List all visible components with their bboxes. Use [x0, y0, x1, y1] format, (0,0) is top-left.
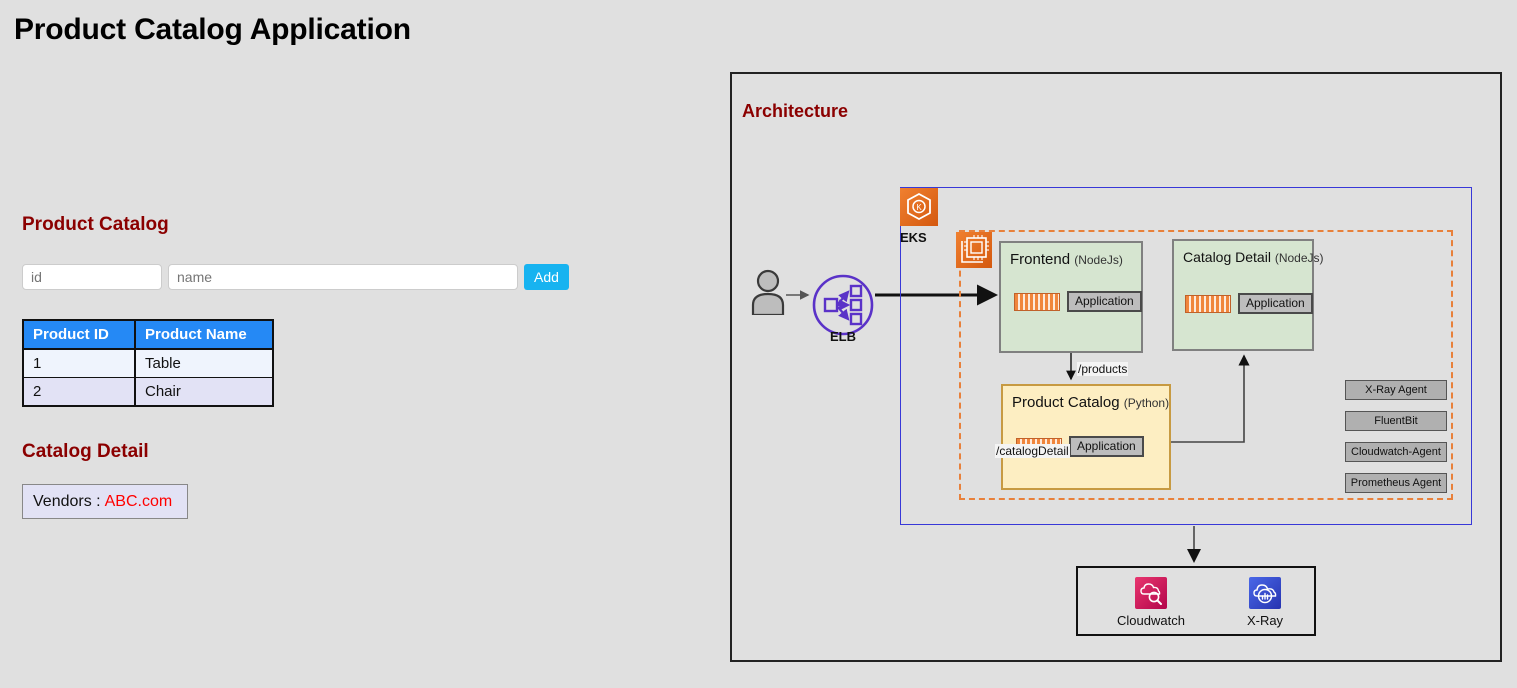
user-icon — [751, 269, 785, 315]
elastic-load-balancer-icon — [812, 274, 874, 336]
product-id-input[interactable] — [22, 264, 162, 290]
ec2-instance-icon — [956, 232, 992, 268]
catalog-detail-heading: Catalog Detail — [22, 441, 149, 462]
service-runtime-catalog-detail: Application — [1185, 293, 1313, 315]
container-icon — [1014, 292, 1060, 311]
service-box-product-catalog[interactable]: Product Catalog (Python) Application — [1001, 384, 1171, 490]
service-runtime-frontend: Application — [1014, 291, 1142, 313]
service-name: Catalog Detail — [1183, 249, 1271, 265]
connector-label-products: /products — [1077, 362, 1129, 376]
agent-chip-cloudwatch[interactable]: Cloudwatch-Agent — [1345, 442, 1447, 462]
cloudwatch-icon — [1135, 577, 1167, 609]
service-language: (Python) — [1123, 396, 1170, 410]
service-title-frontend: Frontend (NodeJs) — [1010, 251, 1123, 268]
monitoring-item-cloudwatch[interactable]: Cloudwatch — [1106, 577, 1196, 628]
service-box-frontend[interactable]: Frontend (NodeJs) Application — [999, 241, 1143, 353]
product-name-input[interactable] — [168, 264, 518, 290]
connector-label-catalog-detail: /catalogDetail — [995, 444, 1070, 458]
monitoring-box: Cloudwatch X-Ray — [1076, 566, 1316, 636]
eks-label: EKS — [900, 230, 927, 245]
column-header-product-name: Product Name — [135, 320, 273, 350]
product-table: Product ID Product Name 1 Table 2 Chair — [22, 319, 274, 407]
table-row[interactable]: 1 Table — [23, 349, 273, 378]
architecture-heading: Architecture — [742, 101, 849, 121]
service-title-product-catalog: Product Catalog (Python) — [1012, 394, 1169, 411]
application-chip: Application — [1069, 436, 1144, 458]
vendors-label: Vendors : — [33, 492, 101, 510]
cell-product-id: 2 — [23, 377, 136, 407]
product-catalog-heading: Product Catalog — [22, 214, 169, 235]
monitoring-item-xray[interactable]: X-Ray — [1220, 577, 1310, 628]
monitoring-label-cloudwatch: Cloudwatch — [1117, 613, 1185, 628]
cell-product-name: Chair — [135, 377, 273, 407]
service-title-catalog-detail: Catalog Detail (NodeJs) — [1183, 249, 1324, 265]
agent-chip-fluentbit[interactable]: FluentBit — [1345, 411, 1447, 431]
monitoring-label-xray: X-Ray — [1246, 613, 1284, 628]
elb-label: ELB — [830, 329, 856, 344]
service-runtime-product-catalog: Application — [1016, 436, 1144, 458]
eks-cluster-icon: K — [900, 188, 938, 226]
service-language: (NodeJs) — [1074, 253, 1123, 267]
table-row[interactable]: 2 Chair — [23, 377, 273, 407]
service-name: Product Catalog — [1012, 394, 1120, 411]
page-title: Product Catalog Application — [14, 13, 411, 46]
architecture-panel: Architecture — [730, 72, 1502, 662]
cell-product-name: Table — [135, 349, 273, 378]
column-header-product-id: Product ID — [23, 320, 136, 350]
service-name: Frontend — [1010, 251, 1071, 268]
xray-icon — [1249, 577, 1281, 609]
product-add-form: Add — [22, 264, 569, 290]
container-icon — [1185, 294, 1231, 313]
agent-chip-prometheus[interactable]: Prometheus Agent — [1345, 473, 1447, 493]
vendor-link[interactable]: ABC.com — [104, 492, 173, 510]
eks-node-group-boundary — [959, 230, 1453, 500]
vendor-info-box: Vendors : ABC.com — [22, 484, 188, 519]
application-chip: Application — [1238, 293, 1313, 315]
svg-text:K: K — [916, 203, 922, 212]
service-box-catalog-detail[interactable]: Catalog Detail (NodeJs) Application — [1172, 239, 1324, 351]
add-product-button[interactable]: Add — [524, 264, 569, 290]
cell-product-id: 1 — [23, 349, 136, 378]
agent-chip-xray[interactable]: X-Ray Agent — [1345, 380, 1447, 400]
service-language: (NodeJs) — [1274, 251, 1324, 265]
table-header-row: Product ID Product Name — [23, 320, 273, 350]
application-chip: Application — [1067, 291, 1142, 313]
eks-cluster-boundary — [900, 187, 1472, 525]
